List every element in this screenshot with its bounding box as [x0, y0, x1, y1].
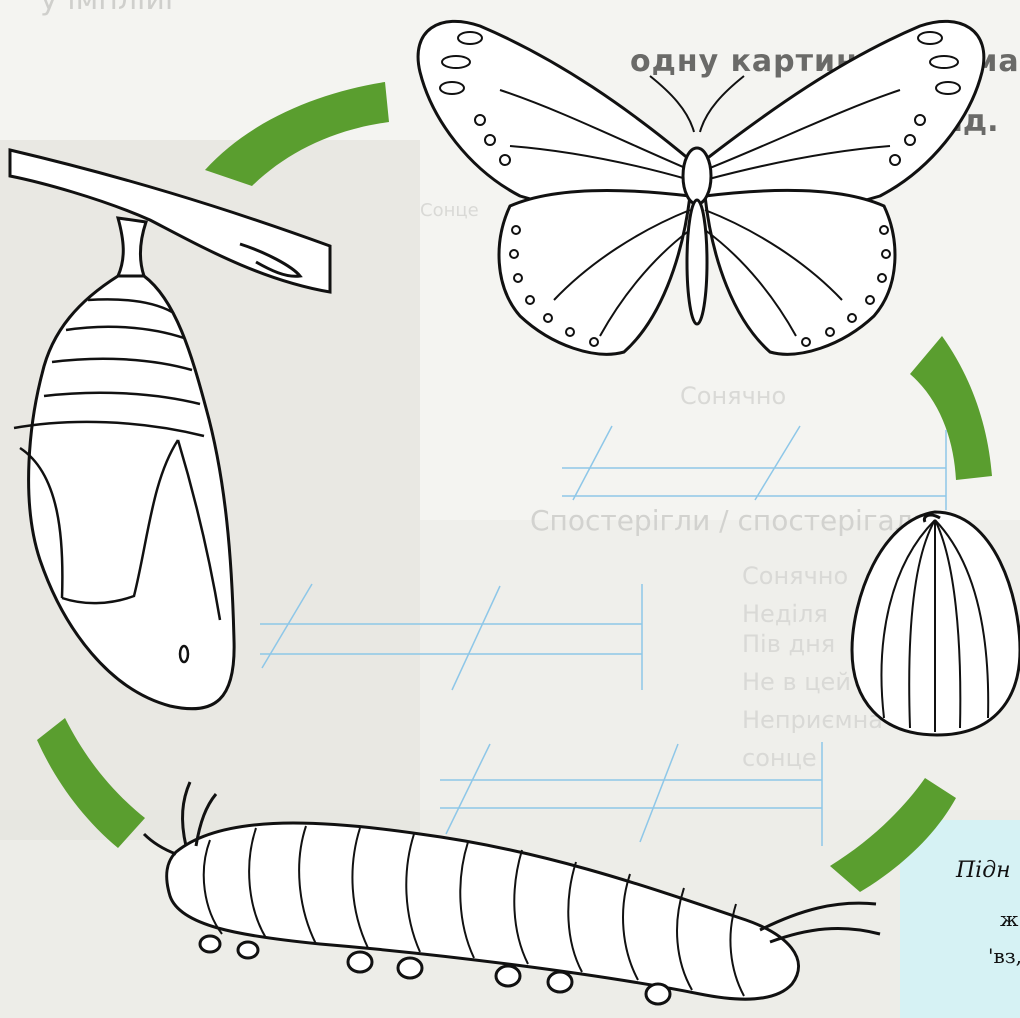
cycle-arrow-top-left [205, 82, 389, 186]
chrysalis-illustration [10, 150, 330, 709]
cycle-arrow-bottom-right [830, 778, 956, 892]
writing-lines-3 [440, 742, 822, 846]
writing-lines-2 [260, 584, 642, 690]
cycle-arrow-bottom-left [37, 718, 145, 848]
writing-lines-1 [562, 426, 946, 510]
egg-illustration [852, 512, 1020, 735]
caterpillar-illustration [144, 782, 880, 1004]
cycle-arrow-right [910, 336, 992, 480]
butterfly-illustration [418, 21, 984, 354]
